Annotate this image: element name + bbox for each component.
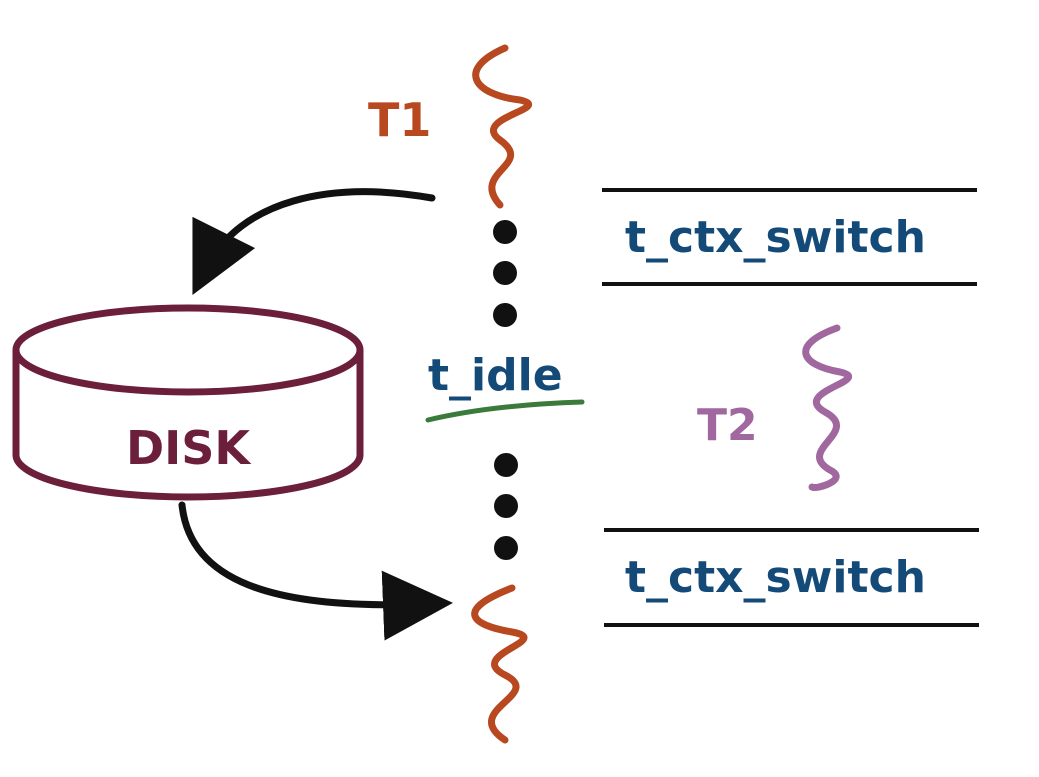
idle-dot <box>494 494 518 518</box>
t1-resumed-squiggle <box>471 584 528 744</box>
idle-dot <box>493 220 517 244</box>
io-complete-arrow <box>178 501 453 641</box>
ctx-switch-bottom-label: t_ctx_switch <box>625 552 926 603</box>
idle-dot <box>493 261 517 285</box>
disk-cylinder-icon <box>12 304 364 501</box>
ctx-switch-top-label: t_ctx_switch <box>625 212 926 263</box>
io-request-arrow <box>192 188 436 296</box>
idle-dot <box>493 303 517 327</box>
t1-label: T1 <box>368 93 431 147</box>
idle-dot <box>494 536 518 560</box>
t1-thread-squiggle <box>472 44 532 209</box>
idle-dot <box>494 453 518 477</box>
t-idle-underline <box>425 399 585 423</box>
t2-label: T2 <box>697 400 758 451</box>
disk-label: DISK <box>126 421 252 475</box>
t-idle-label: t_idle <box>428 350 563 401</box>
t2-thread-squiggle <box>802 324 853 492</box>
